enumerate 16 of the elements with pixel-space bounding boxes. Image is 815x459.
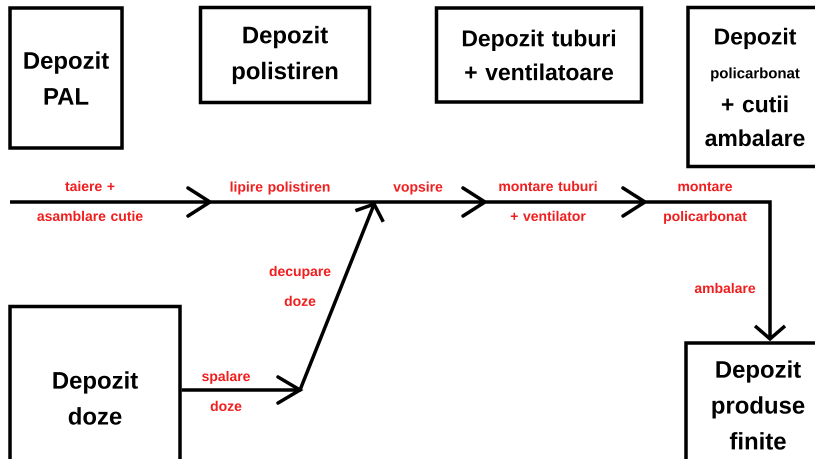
step-label: lipire polistiren	[230, 182, 330, 194]
arrow	[10, 186, 786, 342]
storage-box: Depozit tuburi + ventilatoare	[434, 6, 644, 104]
storage-box: Depozit polistiren	[198, 6, 372, 104]
step-label: montare policarbonat	[664, 182, 747, 224]
step-label: decupare doze	[270, 266, 331, 306]
storage-box: Depozit PAL	[8, 6, 124, 150]
storage-box: Depozit doze	[8, 304, 182, 459]
arrow	[182, 202, 385, 405]
step-label: vopsire	[393, 182, 442, 194]
storage-box: Depozit produse finite	[684, 341, 815, 459]
storage-box: Depozit policarbonat + cutii ambalare	[686, 6, 815, 168]
step-label: montare tuburi + ventilator	[499, 180, 597, 222]
step-label: ambalare	[694, 282, 756, 294]
step-label: spalare doze	[202, 370, 250, 412]
step-label: taiere + asamblare cutie	[37, 180, 143, 222]
